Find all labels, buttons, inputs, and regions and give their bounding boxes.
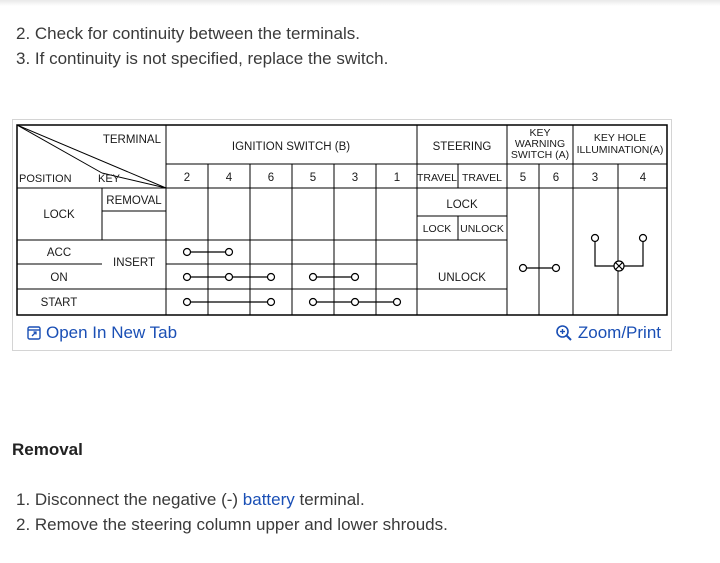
kh-terminal-4: 4 [640,172,647,184]
continuity-start [182,297,402,307]
terminal-2: 2 [184,172,190,184]
travel-2: TRAVEL [462,172,502,184]
key-hole-label-1: KEY HOLE [594,132,646,144]
row-start: START [41,297,78,309]
continuity-figure: TERMINAL POSITION KEY IGNITION SWITCH (B… [12,119,672,351]
step-replace-switch: 3. If continuity is not specified, repla… [16,49,389,68]
open-new-tab-icon [27,326,41,340]
key-warning-label-3: SWITCH (A) [511,149,569,161]
step-1-text-post: terminal. [294,490,365,509]
open-in-new-tab-link[interactable]: Open In New Tab [27,322,177,344]
steering-unlock-sub: UNLOCK [460,223,504,235]
top-divider [0,0,720,6]
zoom-print-link[interactable]: Zoom/Print [555,322,661,344]
position-label: POSITION [19,173,72,185]
terminal-5: 5 [310,172,316,184]
open-in-new-tab-label: Open In New Tab [46,323,178,342]
terminal-1: 1 [394,172,400,184]
key-removal: REMOVAL [106,195,162,207]
table-grid [16,124,667,315]
row-on: ON [50,272,67,284]
continuity-key-warning [518,263,561,273]
ignition-switch-label: IGNITION SWITCH (B) [232,141,350,153]
terminal-4: 4 [226,172,233,184]
step-1-text-pre: 1. Disconnect the negative (-) [16,490,243,509]
steering-unlock: UNLOCK [438,272,486,284]
row-lock: LOCK [43,209,75,221]
kh-terminal-3: 3 [592,172,598,184]
zoom-icon [556,325,572,341]
key-label: KEY [98,173,121,185]
key-warning-label-1: KEY [529,127,550,139]
step-remove-shrouds: 2. Remove the steering column upper and … [16,515,448,534]
key-hole-illumination-bulb-icon [590,233,648,272]
kw-terminal-6: 6 [553,172,559,184]
zoom-print-label: Zoom/Print [577,323,661,342]
continuity-acc [182,247,234,257]
table-frame [16,124,668,316]
key-hole-label-2: ILLUMINATION(A) [577,144,664,156]
removal-heading: Removal [12,440,83,459]
steering-lock: LOCK [446,199,478,211]
row-acc: ACC [47,247,71,259]
terminal-6: 6 [268,172,274,184]
steering-lock-sub: LOCK [423,223,452,235]
continuity-table-diagram: TERMINAL POSITION KEY IGNITION SWITCH (B… [16,124,668,316]
key-warning-label-2: WARNING [515,138,565,150]
terminal-label: TERMINAL [103,134,162,146]
steering-label: STEERING [433,141,492,153]
terminal-3: 3 [352,172,358,184]
battery-link[interactable]: battery [242,490,295,509]
step-disconnect-battery: 1. Disconnect the negative (-) battery t… [16,490,365,510]
continuity-on [182,272,360,282]
step-check-continuity: 2. Check for continuity between the term… [16,24,360,43]
key-insert: INSERT [113,257,155,269]
travel-1: TRAVEL [417,172,457,184]
kw-terminal-5: 5 [520,172,526,184]
